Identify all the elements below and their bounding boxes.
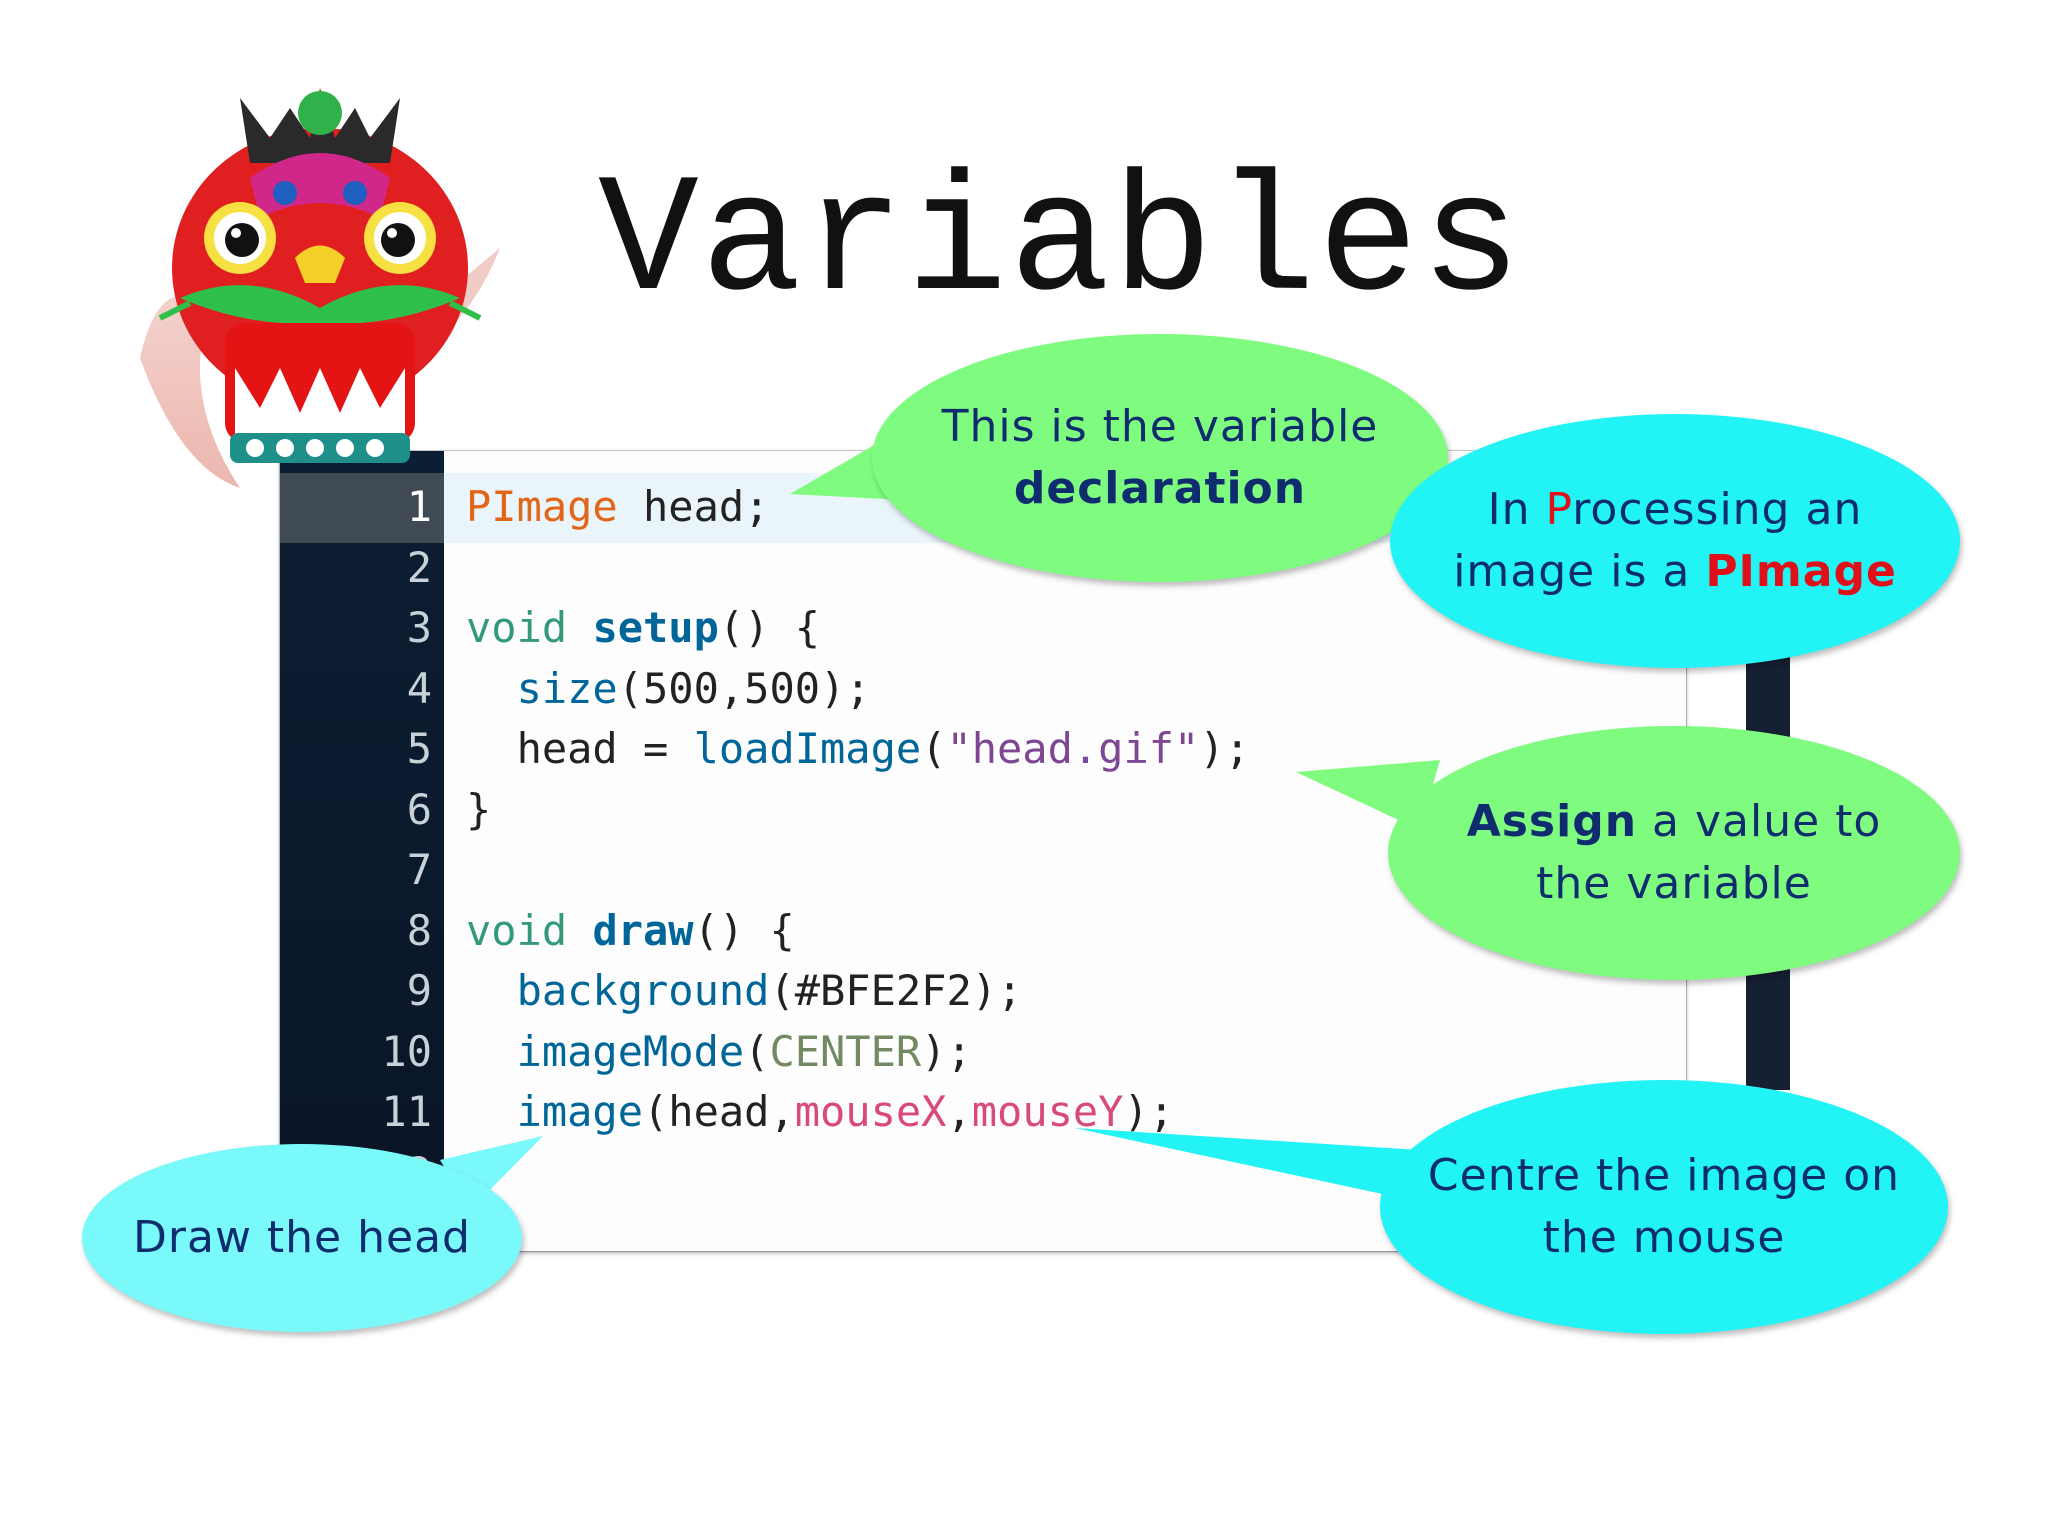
code-token: head =: [466, 724, 694, 773]
line-number: 3: [406, 603, 432, 652]
line-number: 6: [406, 784, 432, 834]
active-line-gutter-highlight: [280, 473, 444, 543]
code-line: 3 void setup() {: [280, 598, 1686, 659]
code-token: size: [516, 663, 618, 713]
code-line: 11 image(head,mouseX,mouseY);: [280, 1082, 1686, 1143]
processing-callout-line2: image is a PImage: [1453, 541, 1897, 603]
processing-callout-line1: In Processing an: [1488, 479, 1863, 541]
code-token: background: [516, 966, 770, 1015]
slide-title: Variables: [598, 149, 1524, 339]
code-line: 9 background(#BFE2F2);: [280, 961, 1686, 1022]
code-line: 10 imageMode(CENTER);: [280, 1022, 1686, 1083]
processing-text-a: In: [1487, 484, 1546, 536]
line-number-gutter: [280, 451, 444, 1251]
code-token: (: [921, 724, 947, 773]
assign-text-rest: a value to: [1637, 796, 1882, 848]
line-number: 1: [406, 482, 432, 531]
processing-text-c: image is a: [1453, 546, 1706, 597]
code-token: (500,500);: [617, 663, 871, 713]
code-token: mouseX: [794, 1087, 947, 1136]
line-number: 9: [406, 966, 432, 1015]
centre-callout: Centre the image on the mouse: [1380, 1080, 1948, 1334]
code-text: void setup() {: [466, 598, 820, 659]
processing-text-red-p: P: [1545, 484, 1573, 536]
code-text: image(head,mouseX,mouseY);: [466, 1082, 1174, 1143]
code-token: "head.gif": [946, 724, 1200, 773]
line-number: 10: [381, 1026, 432, 1076]
code-text: PImage head;: [466, 477, 769, 538]
processing-text-b: rocessing an: [1572, 484, 1863, 536]
code-token: CENTER: [769, 1026, 922, 1076]
line-number: 2: [406, 542, 432, 592]
lion-head-icon: [140, 88, 500, 488]
code-token: (: [744, 1026, 770, 1076]
draw-callout: Draw the head: [82, 1144, 522, 1332]
code-token: draw: [592, 905, 694, 955]
code-text: void draw() {: [466, 901, 795, 962]
line-number: 7: [406, 845, 432, 894]
declaration-callout: This is the variable declaration: [872, 334, 1448, 582]
code-token: (head,: [643, 1087, 795, 1136]
centre-callout-line1: Centre the image on: [1427, 1150, 1901, 1202]
code-token: void: [466, 905, 568, 955]
code-text: imageMode(CENTER);: [466, 1022, 972, 1083]
code-line: 5 head = loadImage("head.gif");: [280, 719, 1686, 780]
assign-callout: Assign a value to the variable: [1388, 726, 1960, 980]
processing-text-pimage: PImage: [1705, 546, 1897, 597]
code-token: );: [1199, 724, 1250, 773]
code-token: mouseY: [971, 1087, 1124, 1136]
centre-callout-line2: the mouse: [1542, 1212, 1786, 1263]
assign-callout-line1: Assign a value to: [1467, 791, 1882, 853]
code-line: 2: [280, 538, 1686, 599]
assign-callout-line2: the variable: [1536, 858, 1812, 909]
code-text: size(500,500);: [466, 659, 871, 720]
code-token: () {: [718, 603, 821, 652]
code-token: head;: [617, 482, 770, 531]
code-token: PImage: [466, 482, 618, 531]
code-token: setup: [592, 603, 719, 652]
code-token: );: [1123, 1087, 1175, 1136]
line-number: 8: [406, 905, 432, 955]
code-text: head = loadImage("head.gif");: [466, 719, 1250, 780]
code-line: 1 PImage head;: [280, 477, 1686, 538]
code-line: 4 size(500,500);: [280, 659, 1686, 720]
assign-text-bold: Assign: [1466, 796, 1638, 848]
processing-callout: In Processing an image is a PImage: [1390, 414, 1960, 668]
code-token: () {: [693, 905, 795, 955]
code-token: imageMode: [516, 1026, 745, 1076]
line-number: 4: [406, 663, 432, 713]
code-token: (#BFE2F2);: [769, 966, 1023, 1015]
line-number: 11: [381, 1087, 432, 1136]
code-token: );: [921, 1026, 972, 1076]
code-token: image: [516, 1087, 644, 1136]
declaration-callout-line1: This is the variable: [941, 401, 1379, 453]
code-token: loadImage: [693, 724, 922, 773]
code-token: ,: [946, 1087, 972, 1136]
code-text: background(#BFE2F2);: [466, 961, 1023, 1022]
draw-callout-text: Draw the head: [133, 1212, 471, 1264]
code-line: 7: [280, 840, 1686, 901]
code-text: }: [466, 780, 491, 841]
code-line: 8 void draw() {: [280, 901, 1686, 962]
code-token: void: [466, 603, 568, 652]
code-line: 6}: [280, 780, 1686, 841]
code-token: }: [466, 784, 492, 834]
centre-tail: [1075, 1128, 1420, 1200]
line-number: 5: [406, 724, 432, 773]
declaration-callout-line2: declaration: [1013, 463, 1307, 514]
